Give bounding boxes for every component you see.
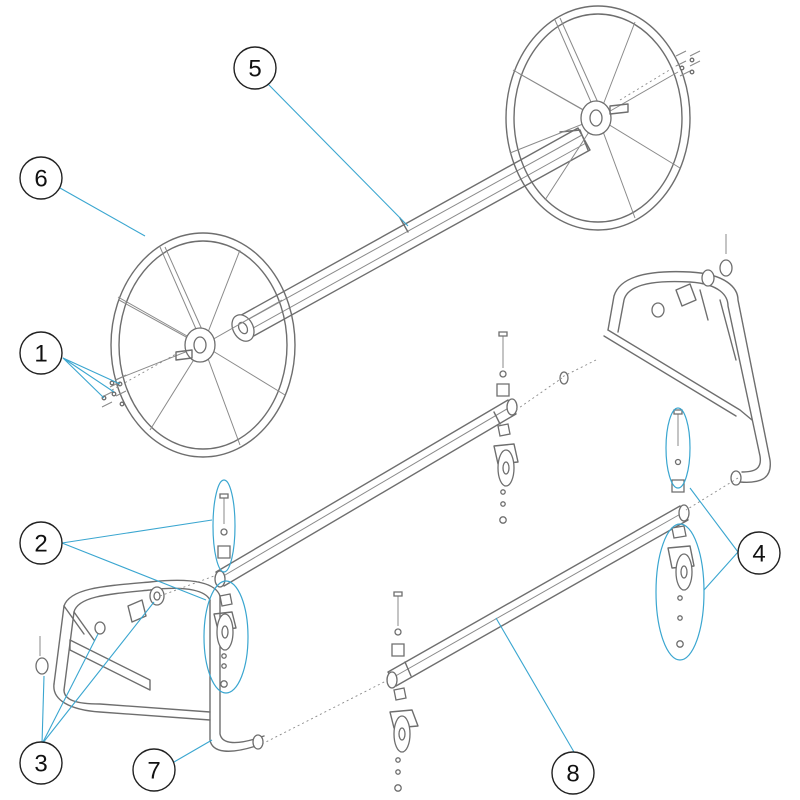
caster-assembly-front [213, 493, 237, 688]
assembly-guides [111, 65, 739, 745]
group-ring-bolt-rear [665, 407, 691, 489]
front-frame [53, 579, 265, 752]
callout-5-label: 5 [248, 56, 261, 83]
front-reel-wheel [110, 232, 296, 458]
callout-7-label: 7 [147, 758, 160, 785]
callout-1-label: 1 [34, 341, 47, 368]
bottom-cross-tube [386, 504, 690, 689]
end-caps [35, 586, 165, 675]
callout-6: 6 [19, 156, 63, 200]
caster-assembly-rear-top [493, 331, 519, 524]
callout-2: 2 [19, 521, 63, 565]
callout-5: 5 [233, 46, 277, 90]
rear-end-caps [675, 234, 733, 307]
callout-8: 8 [551, 751, 595, 795]
callout-4: 4 [737, 531, 781, 575]
leader-lines [41, 83, 739, 763]
callout-4-label: 4 [752, 541, 765, 568]
callout-1: 1 [19, 331, 63, 375]
axle-tube [231, 127, 591, 342]
caster-assembly-rear-right [667, 409, 695, 648]
group-ring-caster-front [203, 580, 249, 694]
callout-3: 3 [19, 741, 63, 785]
wheel-screws [101, 50, 701, 408]
callout-2-label: 2 [34, 531, 47, 558]
rear-frame [603, 270, 771, 486]
group-ring-caster-rear [655, 523, 705, 661]
caster-assembly-front-bottom [389, 591, 419, 792]
callout-6-label: 6 [34, 166, 47, 193]
rear-reel-wheel [505, 5, 691, 231]
group-rings [203, 407, 705, 694]
callout-3-label: 3 [34, 751, 47, 778]
callout-8-label: 8 [566, 761, 579, 788]
top-cross-tube [214, 371, 569, 588]
callout-7: 7 [132, 748, 176, 792]
group-ring-bolt-front [212, 479, 236, 573]
